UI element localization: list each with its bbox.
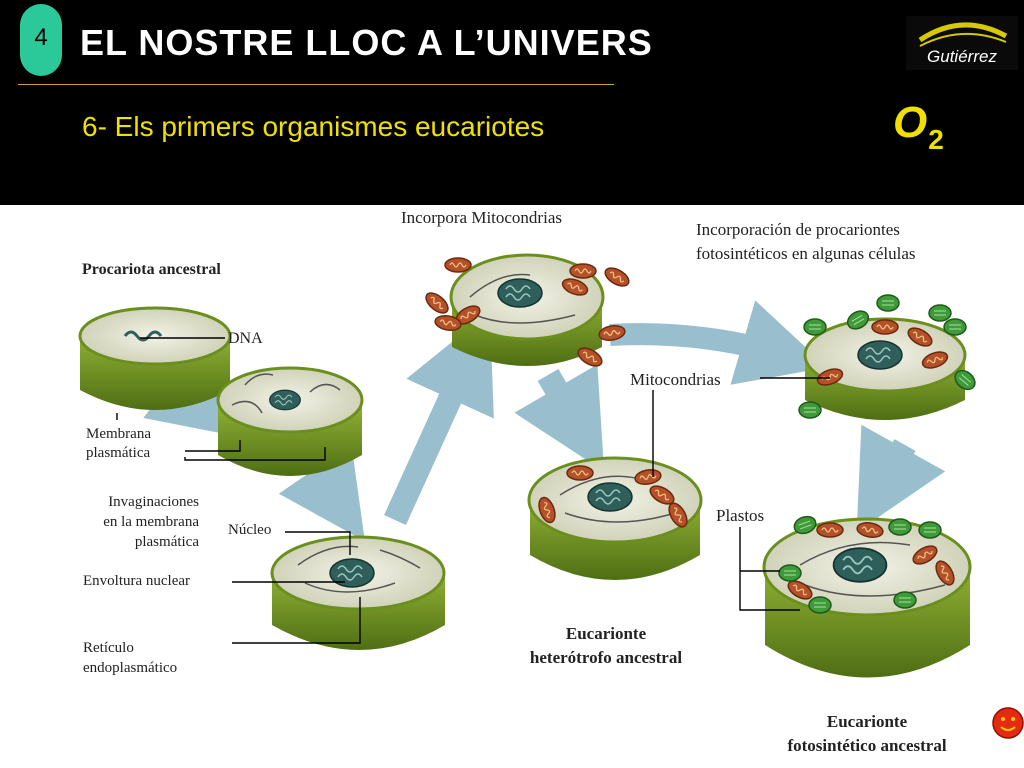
label-reticulo-line1: Retículo: [83, 640, 134, 656]
cell-eucarionte-fotosintetico: [762, 512, 972, 678]
label-invag-line2: en la membrana: [103, 514, 199, 530]
smiley-icon[interactable]: [991, 706, 1024, 740]
oxygen-formula: O2: [893, 98, 944, 155]
leader-membrana: [116, 413, 241, 452]
label-mitocondrias: Mitocondrias: [630, 370, 721, 389]
label-plastos: Plastos: [716, 506, 765, 525]
label-foto-line2: fotosintético ancestral: [787, 736, 947, 755]
title-underline: [18, 84, 614, 85]
label-foto-line1: Eucarionte: [826, 712, 908, 731]
label-procariota-ancestral: Procariota ancestral: [82, 261, 221, 278]
leader-invaginaciones: [184, 447, 326, 461]
label-reticulo-endoplasmatico: Retículo endoplasmático: [83, 638, 177, 678]
label-reticulo-line2: endoplasmático: [83, 660, 178, 676]
arrow-to-plast-uptake: [609, 300, 828, 385]
oxygen-subscript: 2: [928, 124, 944, 155]
slide-title: EL NOSTRE LLOC A L’UNIVERS: [80, 22, 653, 63]
label-membrana-line2: plasmática: [86, 445, 151, 461]
arrow-to-heterotroph: [514, 364, 605, 472]
label-incorp-line1: Incorporación de procariontes: [696, 220, 900, 239]
arrow-invagination-to-nucleus: [278, 443, 365, 542]
label-hetero-line2: heterótrofo ancestral: [529, 648, 683, 667]
arrow-nucleus-to-mito-uptake: [384, 311, 494, 525]
slide-header: 4 EL NOSTRE LLOC A L’UNIVERS 6- Els prim…: [0, 0, 1024, 205]
leader-nucleo: [285, 531, 351, 555]
caption-incorpora-mitocondrias: Incorpora Mitocondrias: [401, 208, 562, 227]
label-incorp-line2: fotosintéticos en algunas células: [696, 244, 916, 263]
label-membrana-plasmatica: Membrana plasmática: [86, 425, 151, 463]
label-dna: DNA: [228, 330, 263, 347]
cell-incorpora-mitocondrias: [421, 253, 633, 371]
cell-evolution-diagram: [78, 253, 980, 678]
logo-text: Gutiérrez: [927, 47, 997, 66]
leader-lines: [116, 337, 830, 644]
cell-procariota-ancestral: [78, 306, 232, 410]
label-nucleo: Núcleo: [228, 522, 272, 538]
label-eucarionte-heterotrofo: Eucarionte heterótrofo ancestral: [510, 622, 702, 670]
oxygen-symbol: O: [893, 98, 928, 147]
label-membrana-line1: Membrana: [86, 426, 151, 442]
slide-number: 4: [34, 24, 48, 51]
cell-invaginations: [216, 366, 364, 476]
leader-plastos: [739, 527, 800, 611]
gutierrez-logo: Gutiérrez: [906, 16, 1018, 70]
cell-nucleo-formado: [270, 535, 446, 650]
slide-number-badge: 4: [20, 4, 62, 76]
label-invag-line1: Invaginaciones: [108, 494, 199, 510]
slide-subtitle: 6- Els primers organismes eucariotes: [82, 111, 545, 142]
cell-incorpora-plastos: [798, 294, 980, 420]
label-incorporacion-procariontes: Incorporación de procariontes fotosintéti…: [696, 218, 916, 266]
label-envoltura-nuclear: Envoltura nuclear: [83, 573, 191, 589]
arrow-to-photosynthetic: [856, 424, 946, 532]
label-hetero-line1: Eucarionte: [565, 624, 647, 643]
label-invag-line3: plasmática: [134, 534, 199, 550]
label-invaginaciones: Invaginaciones en la membrana plasmática: [91, 492, 199, 552]
cell-eucarionte-heterotrofo: [527, 456, 703, 580]
label-eucarionte-fotosintetico: Eucarionte fotosintético ancestral: [762, 710, 972, 758]
leader-reticulo: [232, 597, 361, 644]
